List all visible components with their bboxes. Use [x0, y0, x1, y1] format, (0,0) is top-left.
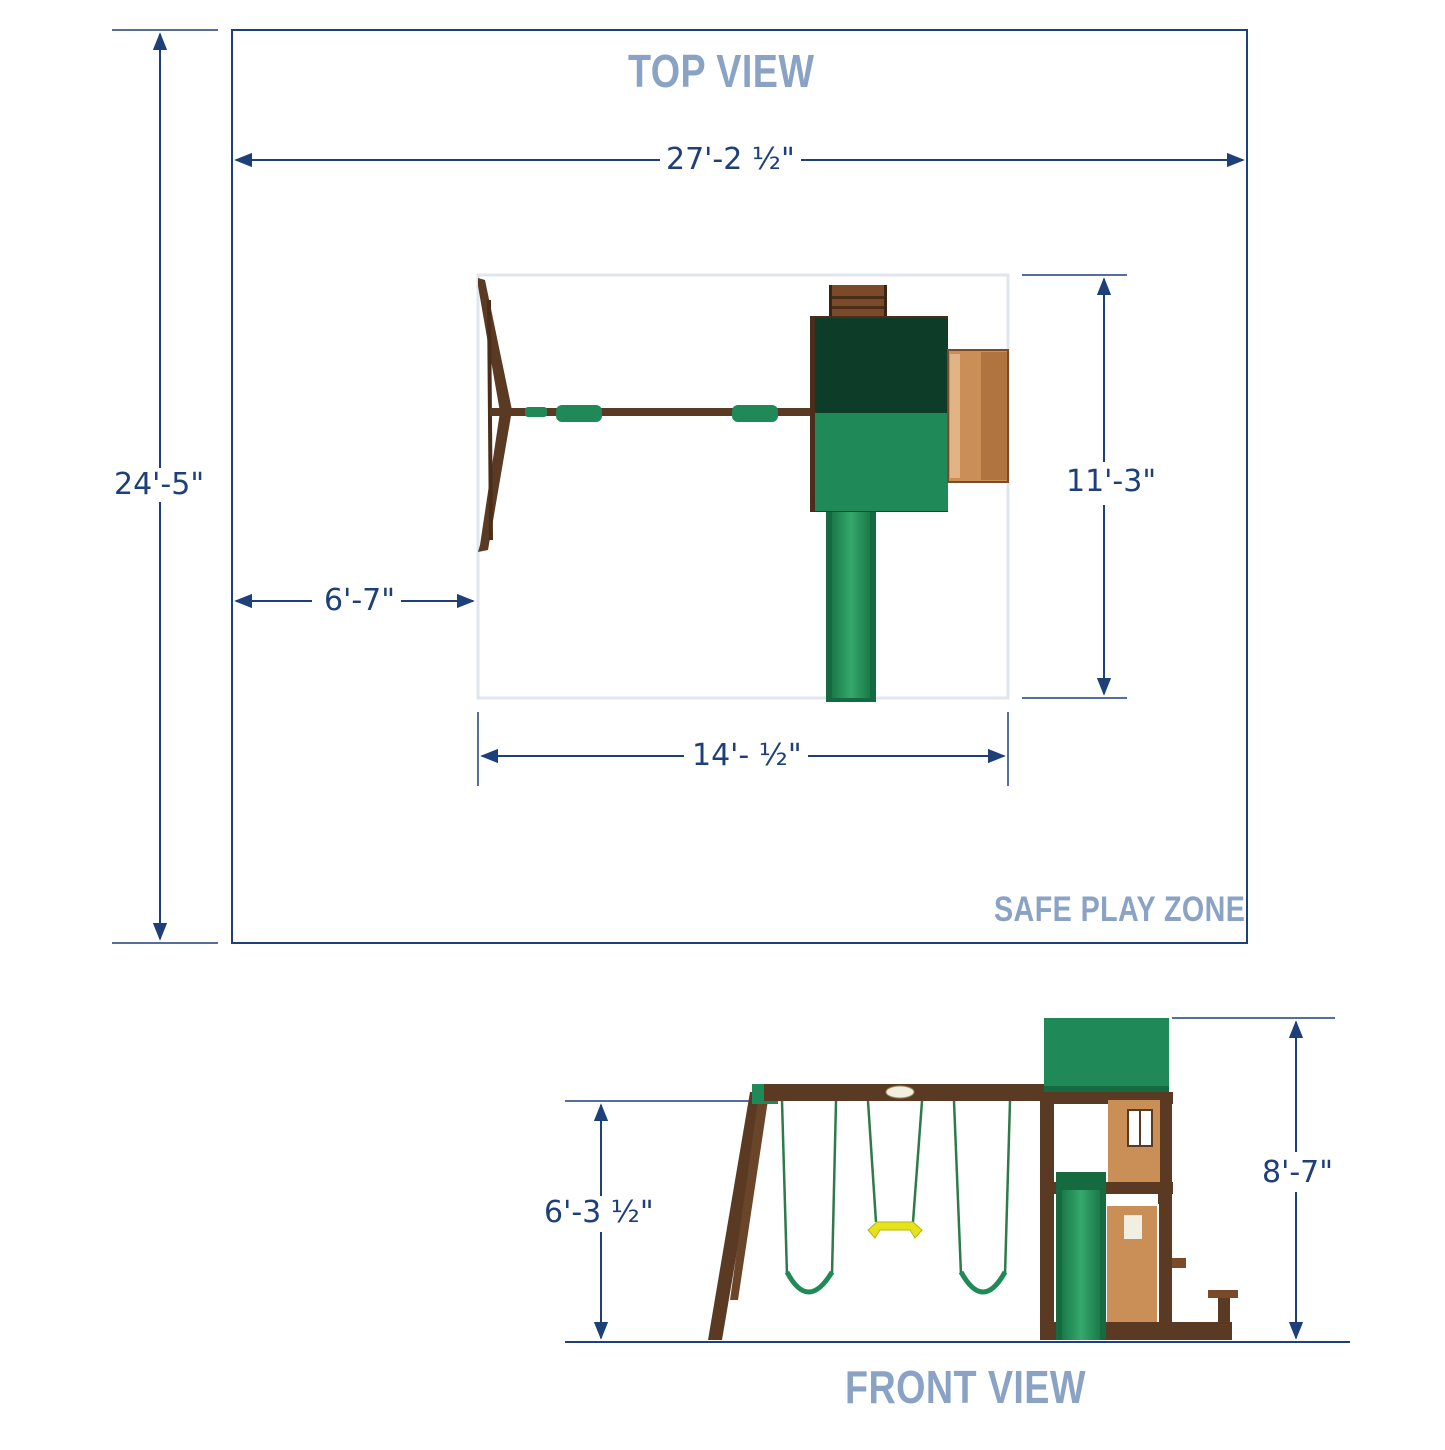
canopy-back-top [815, 318, 948, 413]
slide-front [1056, 1172, 1106, 1340]
swing-beam-top [490, 408, 815, 416]
swing-left-front [780, 1100, 838, 1295]
front-view-title: FRONT VIEW [845, 1361, 1086, 1413]
a-frame-leg-front [708, 1092, 764, 1340]
a-frame-leg-back [730, 1100, 768, 1300]
play-set-footprint [476, 273, 1010, 700]
overall-height-label: 8'-7" [1256, 1156, 1340, 1190]
zone-width-label: 27'-2 ½" [660, 143, 801, 177]
brand-badge-icon [885, 1085, 915, 1099]
clearance-left-label: 6'-7" [318, 584, 402, 618]
swing-seat-left-top [556, 405, 602, 422]
canopy-trim-front [1044, 1086, 1169, 1092]
swing-beam-height-label: 6'-3 ½" [538, 1196, 660, 1230]
trapeze-front [866, 1100, 924, 1239]
ladder-top [829, 285, 887, 317]
swing-right-front [952, 1100, 1012, 1295]
bench-top [947, 349, 1009, 483]
swing-seat-right-top [732, 405, 778, 422]
tower-front [1040, 1092, 1238, 1340]
safe-play-zone-label: SAFE PLAY ZONE [994, 890, 1246, 929]
footprint-depth-label: 11'-3" [1060, 465, 1163, 499]
safe-play-zone-boundary [231, 29, 1248, 944]
canopy-front-view [1044, 1018, 1169, 1092]
footprint-width-label: 14'- ½" [686, 739, 808, 773]
top-view-title: TOP VIEW [628, 45, 815, 97]
swing-trapeze-top [525, 407, 547, 417]
canopy-front-top [815, 413, 948, 511]
zone-depth-label: 24'-5" [108, 468, 211, 502]
slide-top [826, 512, 876, 702]
